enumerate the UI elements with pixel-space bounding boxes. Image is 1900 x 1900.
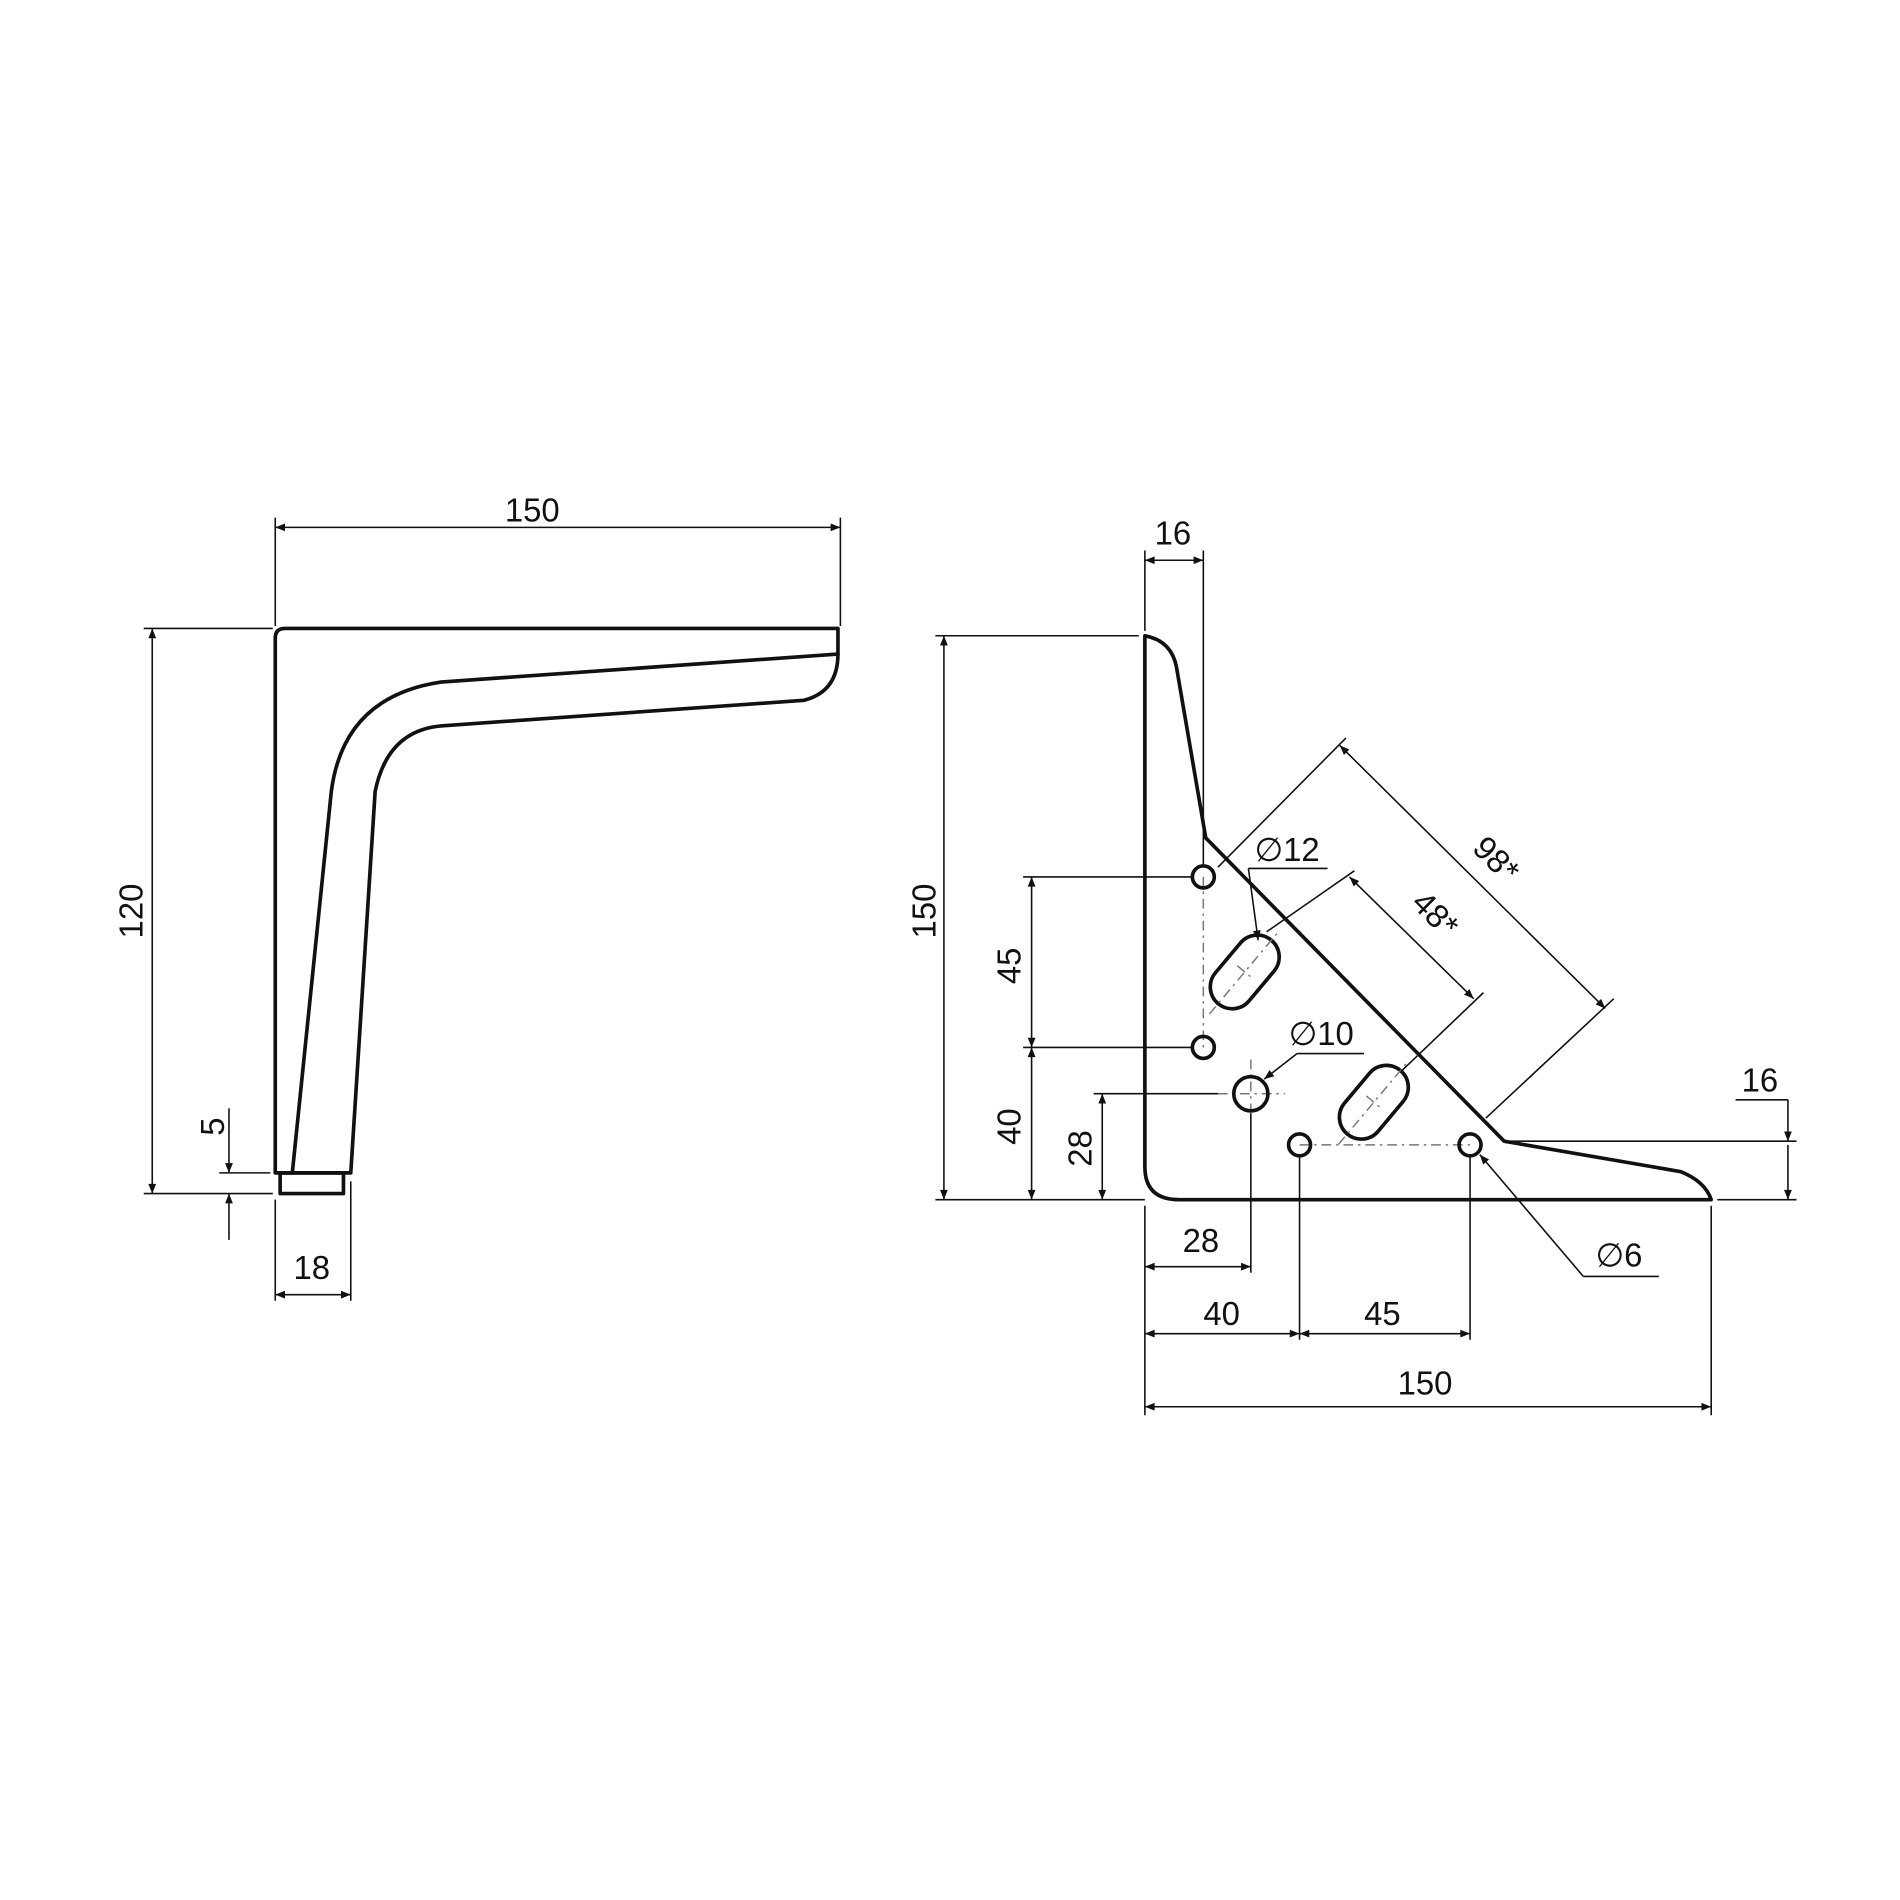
dim-height: 120 xyxy=(113,884,150,939)
dim-height: 150 xyxy=(905,884,942,939)
dim-hole-offset-h: 40 xyxy=(1203,1295,1240,1332)
leader-slot-diameter: ∅12 xyxy=(1254,831,1319,868)
dim-top-width: 16 xyxy=(1155,514,1192,551)
dim-hole-offset-v: 40 xyxy=(991,1108,1028,1145)
dim-diagonal-inner: 48* xyxy=(1405,883,1466,944)
leg-foot xyxy=(278,1171,346,1196)
dim-width: 150 xyxy=(505,491,560,528)
leader-small-hole-diameter: ∅6 xyxy=(1596,1237,1643,1274)
dim-hole-spacing-v: 45 xyxy=(991,948,1028,985)
front-view: 150 45 40 28 16 28 40 45 150 xyxy=(905,514,1797,1416)
slot xyxy=(1337,1059,1411,1145)
bracket-outline xyxy=(1143,633,1714,1202)
leader-large-hole-diameter: ∅10 xyxy=(1289,1015,1354,1052)
dim-right-height: 16 xyxy=(1742,1061,1779,1098)
dim-large-hole-height: 28 xyxy=(1061,1130,1098,1167)
dim-foot-width: 18 xyxy=(294,1249,331,1286)
leg-outline xyxy=(273,626,840,1175)
slot xyxy=(1208,929,1282,1015)
dim-hole-spacing-h: 45 xyxy=(1364,1295,1401,1332)
hole xyxy=(1190,1034,1217,1061)
hole xyxy=(1457,1132,1483,1158)
hole xyxy=(1190,864,1217,890)
large-hole xyxy=(1231,1074,1270,1113)
dim-total-width: 150 xyxy=(1398,1365,1453,1402)
hole xyxy=(1286,1132,1313,1158)
dim-large-hole-offset: 28 xyxy=(1183,1222,1220,1259)
side-view: 150 120 5 18 xyxy=(113,491,842,1301)
leg-inner-edge xyxy=(290,652,840,1175)
dim-foot-height: 5 xyxy=(194,1117,231,1135)
